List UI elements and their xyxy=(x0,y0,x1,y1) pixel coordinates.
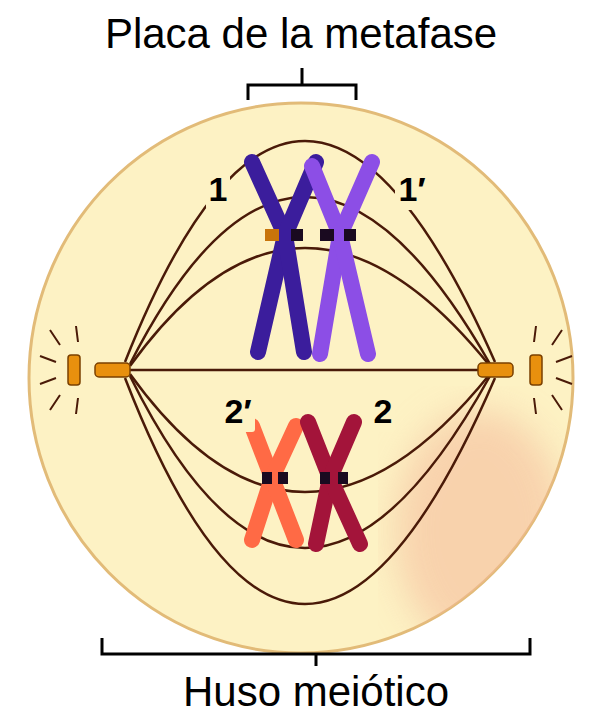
structure-label: Huso meiótico xyxy=(183,668,449,716)
spindle-fibres xyxy=(125,141,495,604)
cell-outline xyxy=(29,103,573,653)
callout-number: 2′ xyxy=(221,392,254,431)
structure-label: Placa de la metafase xyxy=(105,10,497,58)
brackets xyxy=(102,68,530,666)
callout-number: 1′ xyxy=(395,170,428,209)
callout-number: 1 xyxy=(206,170,231,209)
centromeres xyxy=(262,229,356,484)
callout-number: 2 xyxy=(371,392,396,431)
chromosomes xyxy=(252,162,372,544)
